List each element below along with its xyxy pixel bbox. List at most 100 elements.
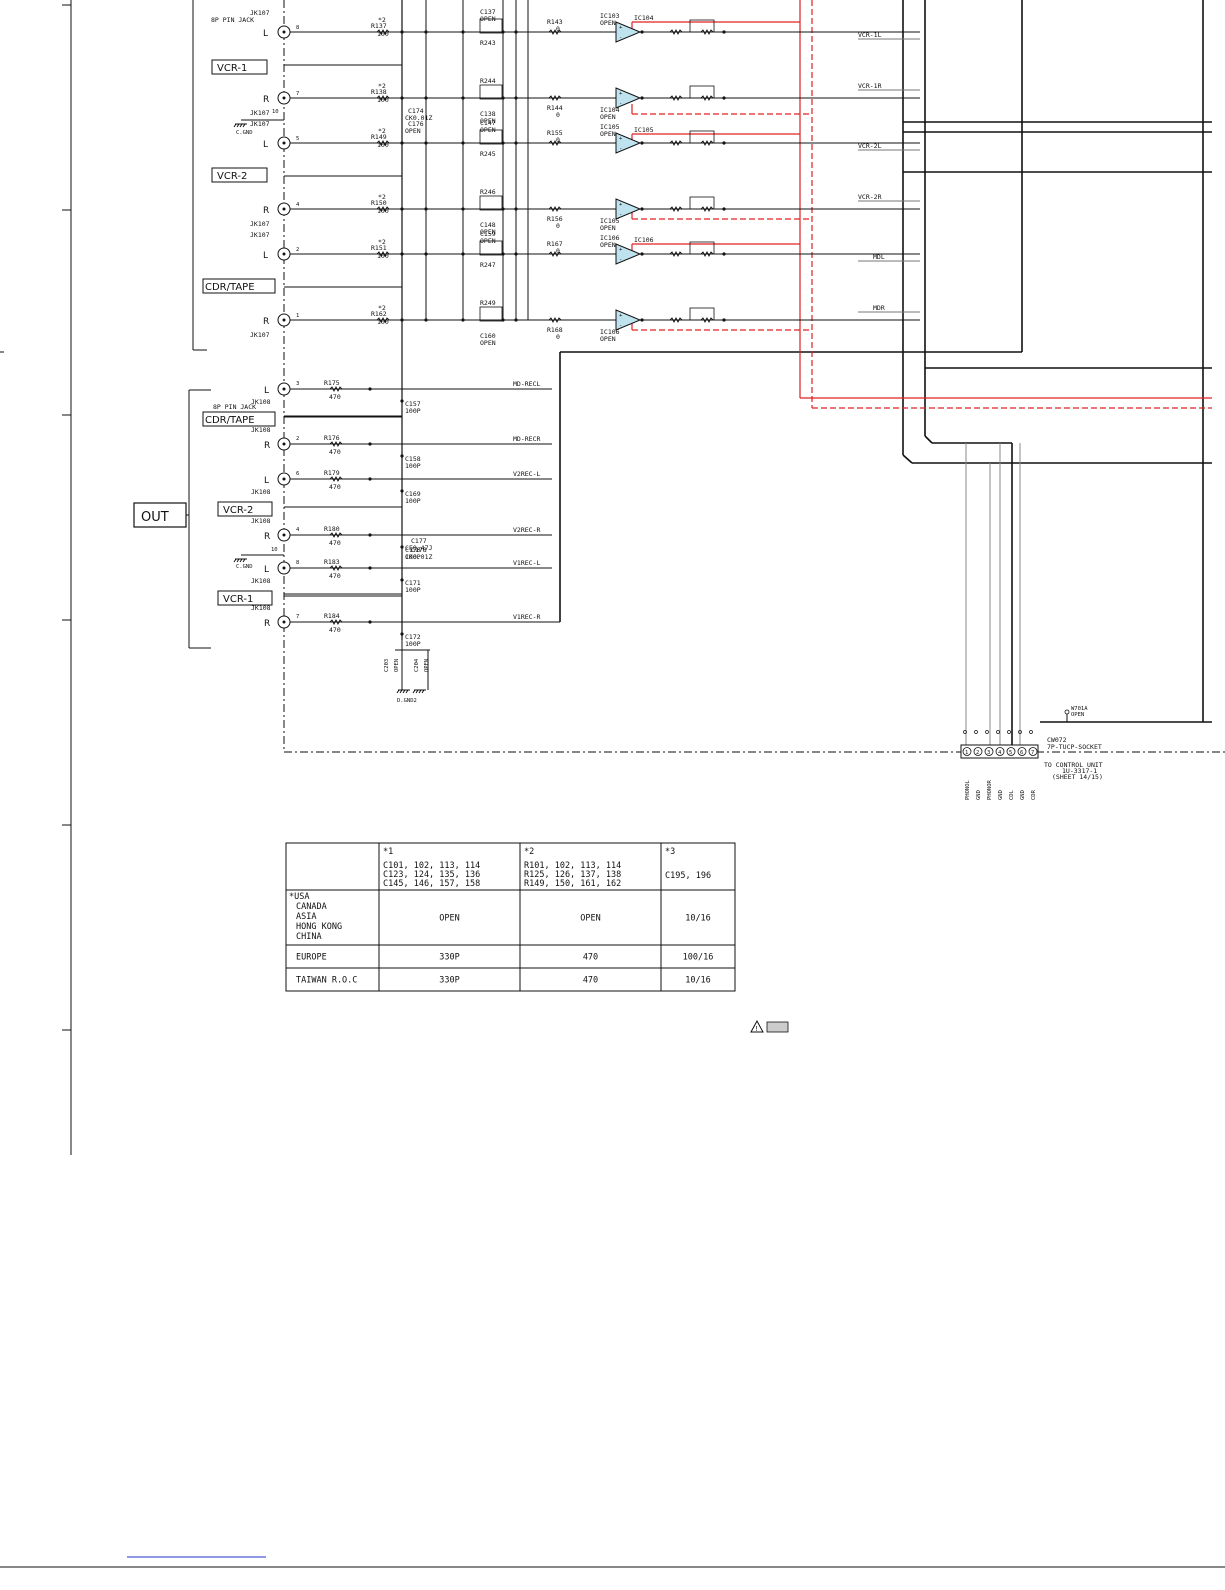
jumper-icon (1064, 709, 1070, 715)
input-jack-pin: 7 (296, 91, 299, 97)
stage-filter-box (479, 84, 503, 100)
opamp-minus: - (619, 101, 622, 107)
table-header-parts: C195, 196 (665, 871, 711, 881)
connector-pin-name: CDR (1031, 789, 1037, 800)
opamp-plus: + (619, 136, 623, 142)
stage-input-res-ref: R156 (547, 215, 563, 223)
table-region: *USA (289, 892, 309, 902)
opamp-minus: - (619, 323, 622, 329)
stage-cap-ref: C137 (480, 8, 496, 16)
table-value-cell: OPEN (439, 914, 459, 924)
input-jack-ref: JK107 (250, 231, 270, 239)
stage-output-signal: MDR (873, 304, 885, 312)
junction-dot (640, 252, 644, 256)
junction-dot (514, 207, 518, 211)
output-cap-value: 100P (405, 407, 421, 415)
ground-hatch (233, 123, 237, 128)
legend-grey-box (766, 1021, 789, 1033)
junction-dot (722, 252, 726, 256)
output-signal-name: V1REC-R (513, 613, 540, 621)
table-value-cell: 470 (583, 953, 598, 963)
stage-mid-res-ref: R247 (480, 261, 496, 269)
input-jack-ref: JK107 (250, 331, 270, 339)
rca-jack-center (282, 318, 286, 322)
stage-cap-ref: C147 (480, 119, 496, 127)
ground-hatch (236, 558, 240, 563)
connector-pin-name: CDL (1009, 789, 1015, 800)
feedback-network-box (689, 196, 715, 210)
ground-hatch (418, 689, 422, 694)
input-gnd-label: C.GND (236, 130, 253, 136)
stage-cap-value: OPEN (480, 228, 496, 236)
stage-cap-value: OPEN (480, 237, 496, 245)
ground-hatch (242, 558, 246, 563)
stage-input-res-value: 0 (556, 111, 560, 119)
output-resistor-icon (329, 385, 343, 393)
rca-jack-center (282, 477, 286, 481)
input-resistor-ref: R137 (371, 22, 387, 30)
output-cap-ref: C169 (405, 490, 421, 498)
input-cap-ref: C176 (408, 120, 424, 128)
input-jack-pin: 8 (296, 25, 299, 31)
junction-dot (368, 566, 372, 570)
stage-input-res-value: 0 (556, 222, 560, 230)
connector-pin-icon (995, 747, 1005, 756)
junction-dot (400, 318, 404, 322)
stage-ic-ref: IC105 (600, 123, 620, 131)
junction-dot (424, 252, 428, 256)
stage-cap-value: OPEN (480, 15, 496, 23)
output-resistor-icon (329, 475, 343, 483)
stage-ic-ref: IC105 (600, 217, 620, 225)
input-bracket (192, 0, 207, 351)
feedback-resistor-icon (700, 94, 714, 102)
board-outline (283, 0, 1225, 753)
connector-pin-icon (1017, 747, 1027, 756)
feedback-resistor-icon (700, 205, 714, 213)
ground-hatch (402, 689, 406, 694)
stage-ic-ref: IC104 (600, 106, 620, 114)
connector-pin-icon (984, 747, 994, 756)
stage-output-signal: VCR-1L (858, 31, 882, 39)
input-resistor-ref: R151 (371, 244, 387, 252)
input-jack-channel: R (263, 95, 269, 105)
output-resistor-ref: R183 (324, 558, 340, 566)
junction-dot (514, 30, 518, 34)
junction-dot (461, 96, 465, 100)
stage-filter-box (479, 306, 503, 322)
rca-jack-center (282, 30, 286, 34)
output-group-label: CDR/TAPE (205, 415, 255, 426)
stage-input-resistor-icon (548, 205, 562, 213)
table-header-parts: R125, 126, 137, 138 (524, 870, 621, 880)
connector-ref: CW072 (1047, 736, 1067, 744)
junction-dot (400, 632, 404, 636)
table-region: EUROPE (296, 953, 327, 963)
table-value-cell: 100/16 (683, 953, 714, 963)
stage-cap-value: OPEN (480, 339, 496, 347)
connector-pin-name: PHONOL (965, 779, 971, 800)
output-jack-pin: 8 (296, 560, 299, 566)
ic106-top-ref: IC106 (634, 236, 654, 244)
table-value-cell: 470 (583, 976, 598, 986)
stage-output-signal: VCR-1R (858, 82, 882, 90)
output-resistor-icon (329, 531, 343, 539)
stage-input-res-ref: R143 (547, 18, 563, 26)
input-resistor-value: 100 (377, 252, 389, 260)
connector-tap (996, 730, 1000, 734)
opamp-minus: - (619, 35, 622, 41)
connector-tap (985, 730, 989, 734)
output-jack-pin: 7 (296, 614, 299, 620)
output-resistor-value: 470 (329, 393, 341, 401)
feedback-network-box (689, 19, 715, 33)
table-region: TAIWAN R.O.C (296, 976, 357, 986)
output-jack-channel: R (264, 619, 270, 629)
output-resistor-value: 470 (329, 448, 341, 456)
output-jack-channel: R (264, 532, 270, 542)
connector-pin-number: 1 (965, 750, 968, 756)
stage-cap-ref: C148 (480, 221, 496, 229)
table-value-cell: OPEN (580, 914, 600, 924)
junction-dot (400, 141, 404, 145)
input-resistor-icon (376, 139, 390, 147)
junction-dot (461, 252, 465, 256)
ground-hatch (239, 123, 243, 128)
